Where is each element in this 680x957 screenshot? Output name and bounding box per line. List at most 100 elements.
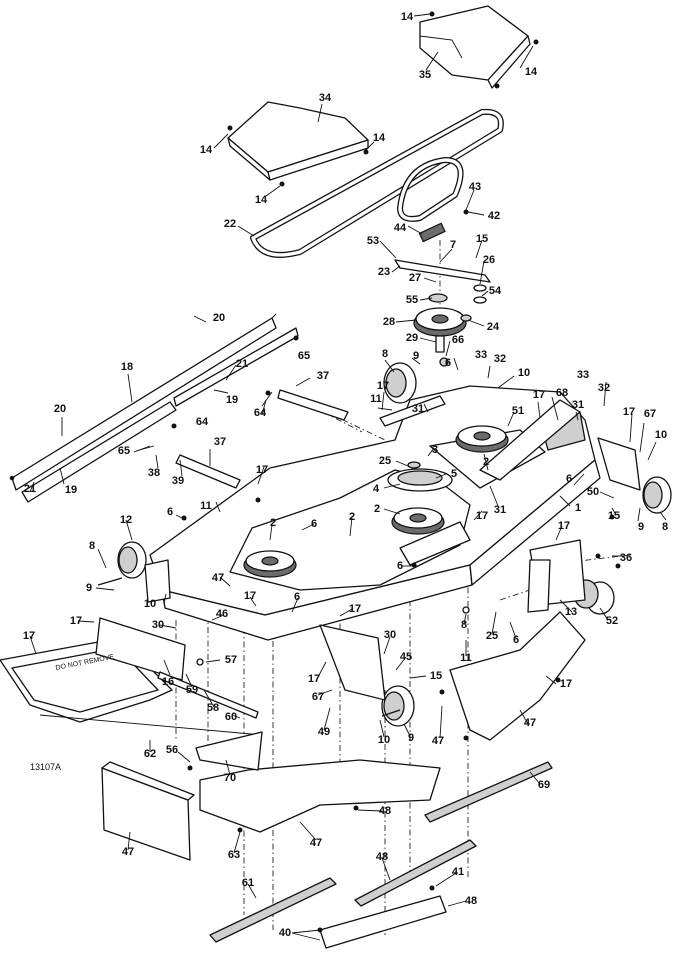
callout-66: 66 — [452, 334, 464, 346]
callout-33: 33 — [475, 349, 487, 361]
callout-70: 56 — [166, 744, 178, 756]
callout-9: 9 — [638, 521, 644, 533]
callout-30: 60 — [225, 711, 237, 723]
callout-42: 42 — [488, 210, 500, 222]
callout-19: 19 — [226, 394, 238, 406]
callout-53: 53 — [367, 235, 379, 247]
callout-37: 37 — [214, 436, 226, 448]
callout-11: 11 — [200, 500, 212, 512]
leader-lines — [29, 13, 667, 941]
callout-47: 47 — [432, 735, 444, 747]
callout-47: 63 — [228, 849, 240, 861]
callout-labels: 14 14 35 34 14 14 14 22 43 42 44 53 7 15… — [23, 11, 668, 939]
callout-41: 40 — [279, 927, 291, 939]
callout-17: 17 — [377, 380, 389, 392]
callout-43: 43 — [469, 181, 481, 193]
callout-8: 8 — [382, 348, 388, 360]
callout-8: 8 — [662, 521, 668, 533]
callout-17: 13 — [565, 606, 577, 618]
callout-46: 30 — [152, 619, 164, 631]
callout-6: 6 — [311, 518, 317, 530]
callout-10: 49 — [318, 726, 330, 738]
callout-17: 17 — [533, 389, 545, 401]
callout-19: 19 — [65, 484, 77, 496]
callout-48: 48 — [376, 851, 388, 863]
callout-1: 1 — [575, 502, 581, 514]
callout-39: 39 — [172, 475, 184, 487]
callout-63: 47 — [122, 846, 134, 858]
callout-44: 44 — [394, 222, 407, 234]
callout-25: 8 — [461, 619, 467, 631]
callout-61: 47 — [310, 837, 322, 849]
callout-10: 10 — [655, 429, 667, 441]
callout-68: 68 — [556, 387, 568, 399]
callout-60: 58 — [207, 702, 219, 714]
callout-24: 24 — [487, 321, 500, 333]
callout-33: 33 — [577, 369, 589, 381]
callout-13: 11 — [460, 652, 472, 664]
callout-64: 64 — [196, 416, 209, 428]
callout-32: 32 — [494, 353, 506, 365]
callout-50: 50 — [587, 486, 599, 498]
callout-17: 17 — [256, 464, 268, 476]
callout-21: 21 — [24, 483, 36, 495]
callout-14: 14 — [373, 132, 386, 144]
callout-56: 62 — [144, 748, 156, 760]
callout-65: 65 — [118, 445, 130, 457]
callout-36: 17 — [558, 520, 570, 532]
callout-65: 65 — [298, 350, 310, 362]
callout-23: 23 — [378, 266, 390, 278]
callout-54: 54 — [489, 285, 502, 297]
callout-20: 20 — [54, 403, 66, 415]
callout-15: 15 — [476, 233, 488, 245]
callout-32: 32 — [598, 382, 610, 394]
callout-35: 35 — [419, 69, 431, 81]
idler-assembly — [394, 222, 491, 367]
callout-47: 17 — [560, 678, 572, 690]
callout-20: 20 — [213, 312, 225, 324]
callout-28: 28 — [383, 316, 395, 328]
callout-6: 17 — [244, 590, 256, 602]
callout-9: 9 — [413, 350, 419, 362]
callout-48: 69 — [538, 779, 550, 791]
callout-31: 31 — [572, 399, 584, 411]
lower-shields — [101, 611, 586, 949]
callout-6: 6 — [167, 506, 173, 518]
callout-17: 17 — [476, 510, 488, 522]
spindle-pulleys — [243, 425, 509, 578]
callout-29: 29 — [406, 332, 418, 344]
callout-47: 10 — [144, 598, 156, 610]
callout-10: 9 — [86, 582, 92, 594]
callout-30: 17 — [70, 615, 82, 627]
callout-17: 17 — [623, 406, 635, 418]
callout-51: 51 — [512, 405, 524, 417]
callout-64: 64 — [254, 407, 267, 419]
callout-15: 15 — [608, 510, 620, 522]
callout-31: 31 — [412, 403, 424, 415]
callout-49: 67 — [312, 691, 324, 703]
callout-11: 6 — [513, 634, 519, 646]
callout-9: 10 — [378, 734, 390, 746]
callout-2: 2 — [483, 456, 489, 468]
callout-12: 52 — [606, 615, 618, 627]
callout-47: 48 — [379, 805, 391, 817]
callout-5: 5 — [451, 468, 457, 480]
drive-belt — [250, 108, 504, 258]
callout-45: 17 — [308, 673, 320, 685]
callout-67: 15 — [430, 670, 442, 682]
callout-17: 17 — [349, 603, 361, 615]
callout-6: 6 — [566, 473, 572, 485]
callout-14: 14 — [525, 66, 538, 78]
callout-25: 25 — [379, 455, 391, 467]
mower-blades — [209, 761, 553, 943]
callout-37: 37 — [317, 370, 329, 382]
callout-31: 31 — [494, 504, 506, 516]
callout-57: 17 — [23, 630, 35, 642]
callout-17: 46 — [216, 608, 228, 620]
callout-6: 6 — [445, 357, 451, 369]
baffle-set — [9, 313, 299, 503]
belt-cover-right — [419, 5, 531, 89]
callout-10: 10 — [518, 367, 530, 379]
callout-8: 9 — [408, 732, 414, 744]
